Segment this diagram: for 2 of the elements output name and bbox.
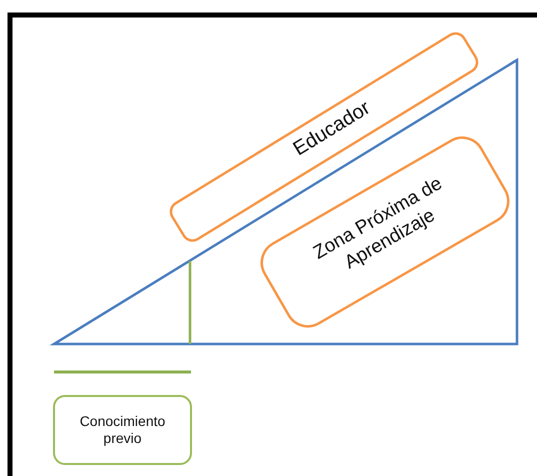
node-label: Conocimiento previo: [78, 412, 166, 448]
prior-knowledge-box: [53, 395, 192, 465]
